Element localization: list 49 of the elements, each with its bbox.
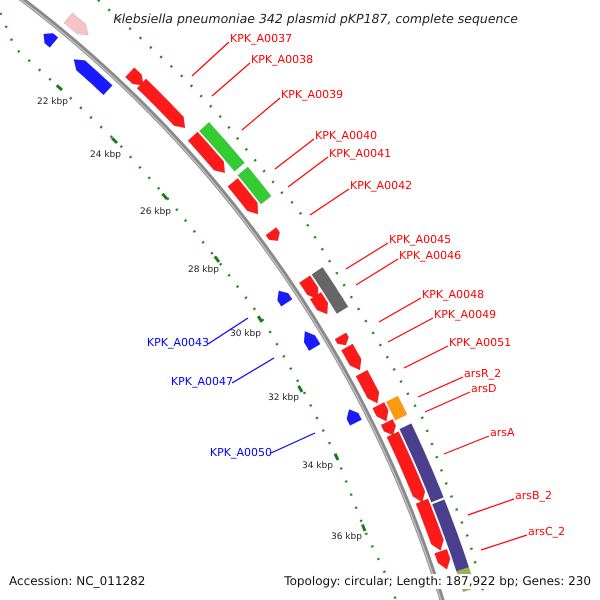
leader-line bbox=[288, 156, 328, 188]
scale-label: 34 kbp bbox=[302, 461, 333, 472]
gene-label: KPK_A0046 bbox=[399, 249, 462, 263]
leader-line bbox=[418, 376, 464, 398]
leader-line bbox=[468, 498, 514, 516]
gene-label: arsC_2 bbox=[528, 525, 566, 539]
gene-label: KPK_A0040 bbox=[315, 129, 378, 143]
gene-label: KPK_A0048 bbox=[422, 288, 484, 302]
gene-label: KPK_A0043 bbox=[146, 336, 209, 350]
gene-label: KPK_A0051 bbox=[449, 336, 512, 350]
gene-label: KPK_A0042 bbox=[350, 179, 412, 193]
gene-label: KPK_A0039 bbox=[281, 88, 344, 102]
leader-line bbox=[208, 318, 248, 344]
gene-label: arsB_2 bbox=[515, 489, 552, 503]
leader-line bbox=[310, 188, 350, 216]
leader-line bbox=[212, 62, 250, 96]
map-title: Klebsiella pneumoniae 342 plasmid pKP187, complete sequence bbox=[113, 11, 518, 27]
leader-line bbox=[346, 242, 388, 270]
leader-line bbox=[242, 98, 280, 130]
accession-text: Accession: NC_011282 bbox=[9, 574, 146, 589]
gene-label: arsR_2 bbox=[464, 367, 502, 381]
leader-line bbox=[388, 317, 434, 343]
gene-label: KPK_A0049 bbox=[434, 308, 496, 322]
gene-label: arsA bbox=[490, 426, 515, 440]
scale-label: 30 kbp bbox=[230, 329, 261, 340]
scale-label: 32 kbp bbox=[268, 393, 299, 404]
gene-label: KPK_A0050 bbox=[210, 446, 272, 460]
scale-label: 36 kbp bbox=[331, 532, 362, 543]
scale-label: 24 kbp bbox=[90, 150, 121, 161]
leader-line bbox=[356, 258, 398, 286]
scale-label: 22 kbp bbox=[37, 97, 68, 108]
gene-label: KPK_A0045 bbox=[389, 233, 452, 247]
gene-label: arsD bbox=[471, 382, 496, 396]
leader-line bbox=[192, 42, 230, 76]
leader-line bbox=[480, 534, 528, 551]
leader-line bbox=[378, 297, 422, 323]
scale-label: 28 kbp bbox=[188, 265, 219, 276]
sequence-info-text: Topology: circular; Length: 187,922 bp; Genes: 230 bbox=[284, 574, 591, 589]
scale-label: 26 kbp bbox=[140, 207, 171, 218]
leader-line bbox=[274, 138, 314, 170]
leader-line bbox=[404, 345, 448, 369]
leader-line bbox=[270, 432, 316, 454]
leader-line bbox=[444, 435, 490, 455]
gene-label: KPK_A0047 bbox=[170, 375, 233, 389]
leader-line bbox=[424, 391, 470, 413]
gene-label: KPK_A0037 bbox=[230, 32, 292, 46]
gene-label: KPK_A0038 bbox=[251, 53, 314, 67]
leader-line bbox=[232, 357, 274, 384]
gene-label: KPK_A0041 bbox=[329, 147, 392, 161]
